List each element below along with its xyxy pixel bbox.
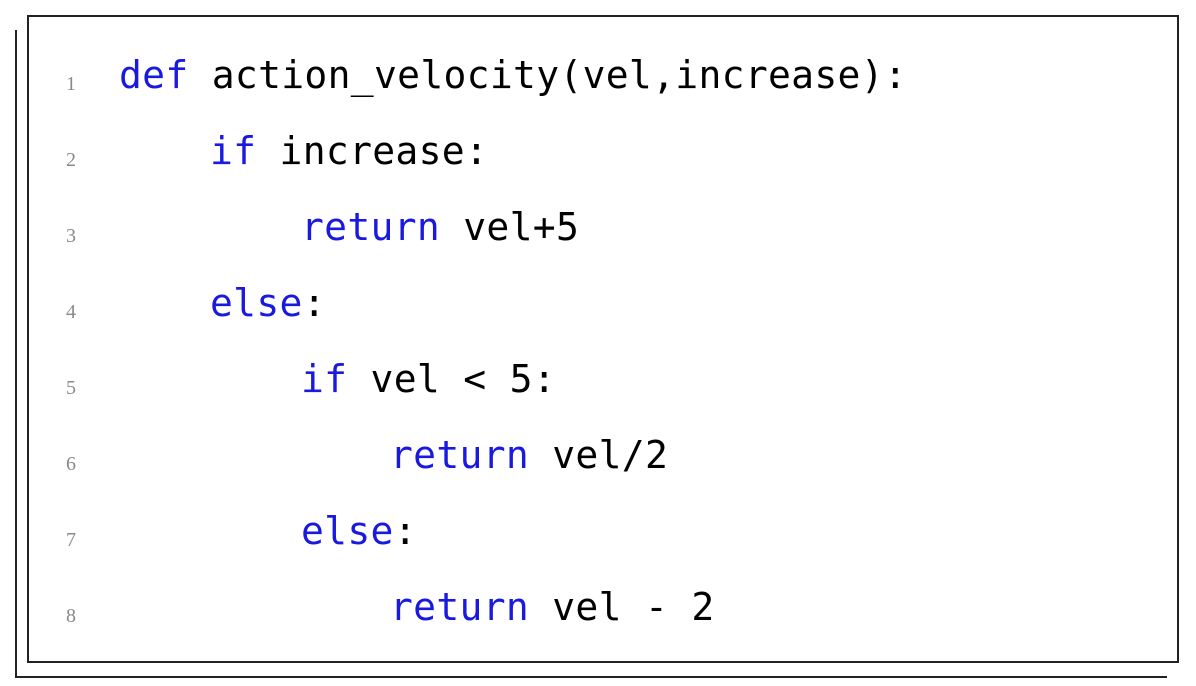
code-line: 3 return vel+5 [29,202,1169,252]
code-line: 2 if increase: [29,126,1169,176]
line-number: 4 [66,301,76,323]
code-line: 1 def action_velocity(vel,increase): [29,50,1169,100]
code-line: 4 else: [29,278,1169,328]
code-content: vel/2 [529,433,669,477]
code-text: if vel < 5: [301,354,556,404]
code-line: 6 return vel/2 [29,430,1169,480]
code-keyword: def [119,53,189,97]
code-text: else: [210,278,326,328]
code-content: : [393,509,417,553]
code-content: action_velocity(vel,increase): [188,53,908,97]
code-keyword: if [301,357,348,401]
code-text: if increase: [210,126,488,176]
frame-left-rule [15,30,17,678]
code-line: 5 if vel < 5: [29,354,1169,404]
code-content: vel < 5: [347,357,556,401]
frame-bottom-rule [15,676,1167,678]
code-keyword: else [210,281,303,325]
code-text: else: [301,506,417,556]
line-number: 5 [66,377,76,399]
code-line: 7 else: [29,506,1169,556]
code-content: vel+5 [440,205,580,249]
line-number: 8 [66,605,76,627]
line-number: 2 [66,149,76,171]
code-content: increase: [256,129,489,173]
code-listing: 1 def action_velocity(vel,increase): 2 i… [27,15,1179,663]
line-number: 3 [66,225,76,247]
code-text: return vel - 2 [390,582,715,632]
line-number: 6 [66,453,76,475]
code-line: 8 return vel - 2 [29,582,1169,632]
line-number: 7 [66,529,76,551]
code-keyword: return [390,433,530,477]
code-text: return vel+5 [301,202,579,252]
code-keyword: return [390,585,530,629]
code-text: def action_velocity(vel,increase): [119,50,907,100]
code-keyword: return [301,205,441,249]
code-content: : [302,281,326,325]
code-text: return vel/2 [390,430,668,480]
line-number: 1 [66,73,76,95]
code-keyword: if [210,129,257,173]
code-keyword: else [301,509,394,553]
code-content: vel - 2 [529,585,715,629]
